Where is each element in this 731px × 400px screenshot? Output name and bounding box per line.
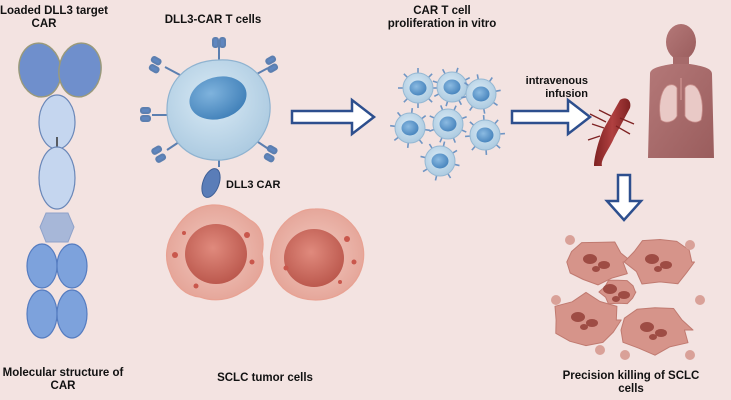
molecular-structure-label: Molecular structure of CAR xyxy=(0,367,126,393)
intravenous-line1: intravenous xyxy=(525,75,588,87)
dll3-car-t-cells-label: DLL3-CAR T cells xyxy=(164,14,262,26)
cell-fragment xyxy=(685,350,695,360)
proliferating-t-cell xyxy=(429,105,467,143)
receptor-left xyxy=(140,107,170,122)
proliferating-t-cell-cluster xyxy=(390,67,506,181)
signal-domain-4 xyxy=(56,289,88,339)
precision-killing-line1: Precision killing of SCLC xyxy=(562,370,700,382)
cell-fragment xyxy=(551,295,561,305)
sclc-tumor-cells-label: SCLC tumor cells xyxy=(217,372,313,384)
molecular-structure-line1: Molecular structure of xyxy=(2,367,124,379)
lungs-icon xyxy=(659,78,703,123)
proliferating-t-cell xyxy=(464,114,506,156)
scfv-domain-left xyxy=(18,42,62,98)
dead-tumor-cell xyxy=(623,239,695,285)
proliferating-t-cell xyxy=(461,74,501,114)
proliferating-t-cell xyxy=(390,108,430,148)
dead-tumor-cell xyxy=(554,291,622,347)
dead-tumor-cell xyxy=(598,279,637,305)
tumor-cell-1 xyxy=(165,204,264,301)
receptor-lower-left xyxy=(151,139,183,163)
signal-domain-2 xyxy=(56,243,88,289)
receptor-top xyxy=(212,37,226,60)
proliferating-t-cell xyxy=(420,141,460,181)
loaded-car-label-line1: Loaded DLL3 target xyxy=(0,5,108,17)
arrow-down xyxy=(604,173,644,222)
hinge-domain-lower xyxy=(38,146,76,210)
blood-vessel-icon xyxy=(587,98,635,166)
arrow-right-2 xyxy=(510,97,593,137)
receptor-upper-left xyxy=(148,55,181,76)
transmembrane-domain xyxy=(39,212,75,243)
car-t-proliferation-line2: proliferation in vitro xyxy=(387,18,497,30)
scfv-domain-right xyxy=(58,42,102,98)
cell-fragment xyxy=(595,345,605,355)
car-t-cell xyxy=(140,37,279,198)
car-t-proliferation-line1: CAR T cell xyxy=(413,5,471,17)
precision-killing-label: Precision killing of SCLC cells xyxy=(556,370,706,396)
signal-domain-3 xyxy=(26,289,58,339)
car-molecule xyxy=(18,42,102,339)
molecular-structure-line2: CAR xyxy=(50,380,76,392)
tumor-cell-2 xyxy=(269,208,365,301)
cell-fragment xyxy=(565,235,575,245)
sclc-tumor-cells xyxy=(165,204,365,301)
proliferating-t-cell xyxy=(432,67,472,107)
loaded-car-label: Loaded DLL3 target CAR xyxy=(0,5,108,31)
human-body-icon xyxy=(648,24,714,158)
precision-killing-line2: cells xyxy=(618,383,644,395)
intravenous-line2: infusion xyxy=(545,88,588,100)
t-cell-nucleus xyxy=(189,76,247,120)
killed-tumor-cells xyxy=(551,235,705,360)
cell-fragment xyxy=(620,350,630,360)
dead-tumor-cell xyxy=(566,241,633,286)
receptor-lower-right xyxy=(254,139,278,163)
intravenous-infusion-label: intravenous infusion xyxy=(508,75,588,101)
cell-fragment xyxy=(685,240,695,250)
arrow-right-1 xyxy=(290,97,377,137)
proliferating-t-cell xyxy=(398,68,438,108)
dead-tumor-cell xyxy=(620,307,694,356)
signal-domain-1 xyxy=(26,243,58,289)
dll3-car-label: DLL3 CAR xyxy=(226,179,281,191)
cell-fragment xyxy=(695,295,705,305)
dll3-car-receptor xyxy=(201,168,221,198)
loaded-car-label-line2: CAR xyxy=(31,18,57,30)
car-t-proliferation-label: CAR T cell proliferation in vitro xyxy=(372,5,512,31)
